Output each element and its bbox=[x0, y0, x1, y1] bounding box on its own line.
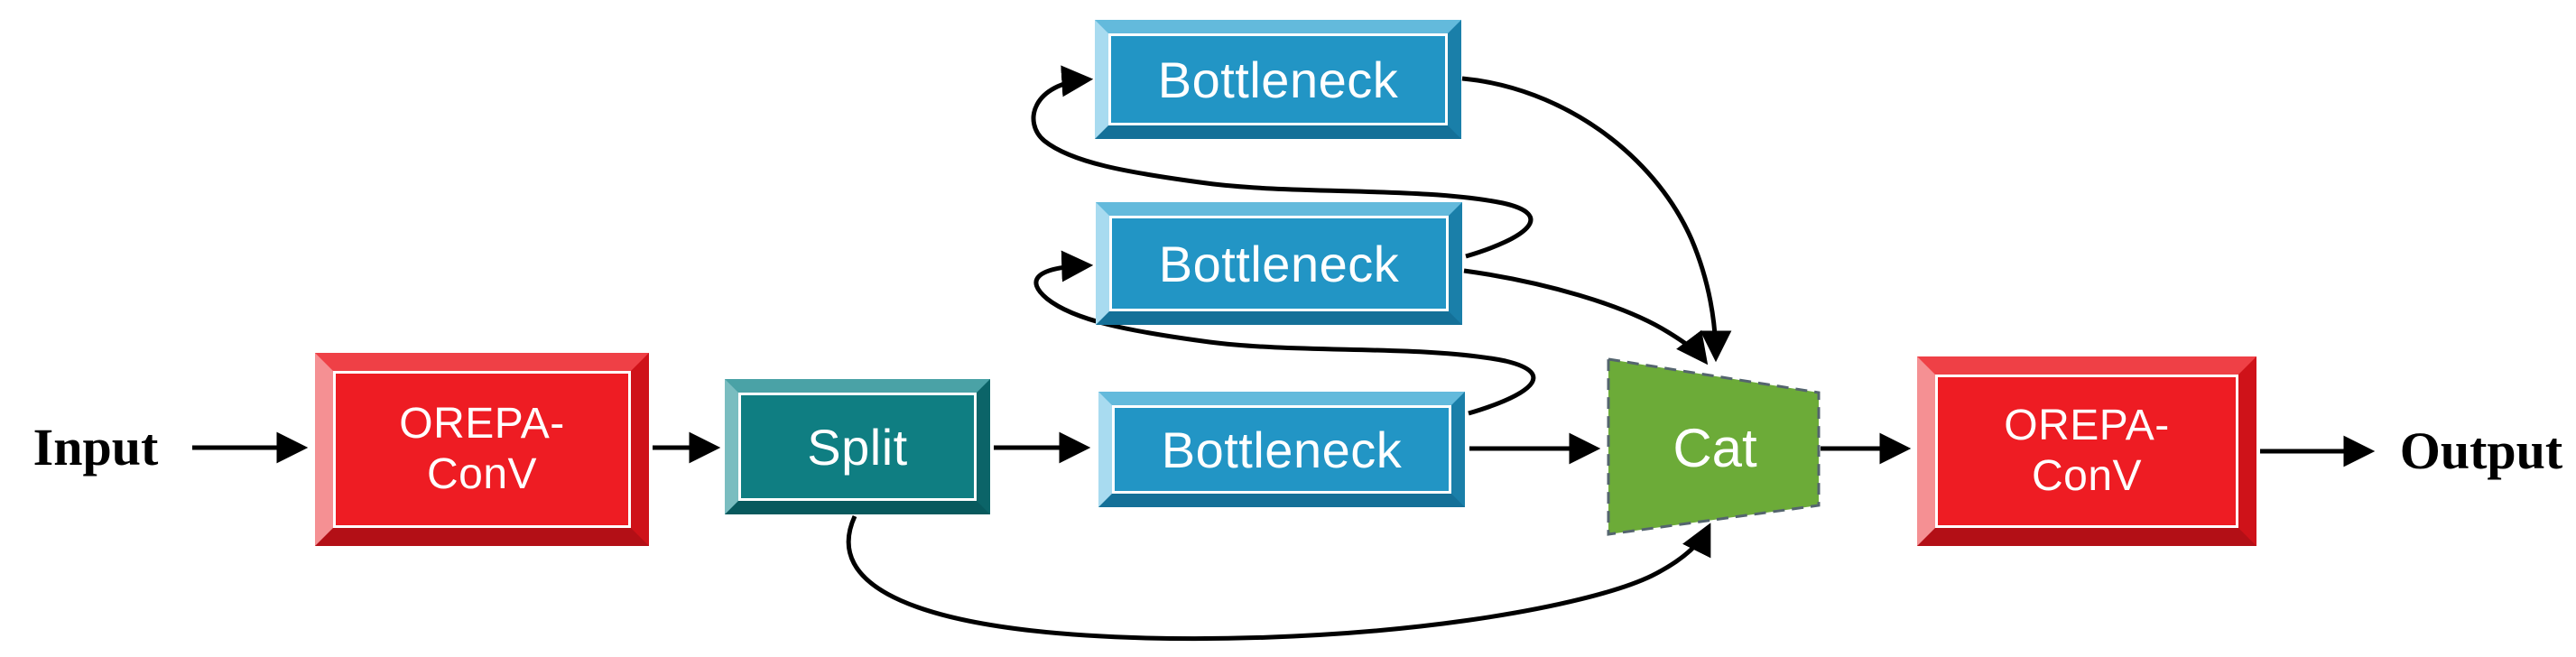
node-orepa-conv-in-label-line2: ConV bbox=[426, 450, 538, 498]
node-split-label: Split bbox=[807, 418, 908, 476]
node-orepa-conv-out-label-line1: OREPA- bbox=[2004, 402, 2170, 450]
node-orepa-conv-out-label-line2: ConV bbox=[2031, 452, 2143, 500]
curve-middle-bottleneck-to-cat bbox=[1463, 268, 1709, 366]
node-bottleneck-middle-label: Bottleneck bbox=[1158, 235, 1400, 292]
bypass-split-to-cat bbox=[846, 514, 1711, 642]
output-label: Output bbox=[2399, 421, 2563, 480]
node-bottleneck-middle: Bottleneck bbox=[1096, 202, 1462, 325]
cat-node-shape bbox=[1607, 357, 1821, 536]
scurve-bottom-to-middle bbox=[1033, 250, 1536, 416]
node-orepa-conv-in-label: OREPA- ConV bbox=[333, 371, 631, 528]
node-bottleneck-bottom-label: Bottleneck bbox=[1161, 421, 1403, 478]
node-cat-label: Cat bbox=[1673, 417, 1757, 478]
node-split: Split bbox=[725, 379, 990, 514]
node-orepa-conv-out-label: OREPA- ConV bbox=[1935, 375, 2238, 528]
node-orepa-conv-in-label-line1: OREPA- bbox=[399, 400, 565, 449]
node-bottleneck-top: Bottleneck bbox=[1095, 20, 1461, 139]
node-orepa-conv-in: OREPA- ConV bbox=[315, 353, 649, 546]
input-label: Input bbox=[32, 417, 159, 477]
node-cat-label-wrap: Cat bbox=[1625, 415, 1805, 480]
node-bottleneck-bottom: Bottleneck bbox=[1098, 392, 1465, 507]
node-orepa-conv-out: OREPA- ConV bbox=[1917, 356, 2256, 546]
curve-top-bottleneck-to-cat bbox=[1461, 76, 1732, 363]
node-bottleneck-top-label: Bottleneck bbox=[1157, 51, 1399, 108]
scurve-middle-to-top bbox=[1031, 65, 1534, 259]
